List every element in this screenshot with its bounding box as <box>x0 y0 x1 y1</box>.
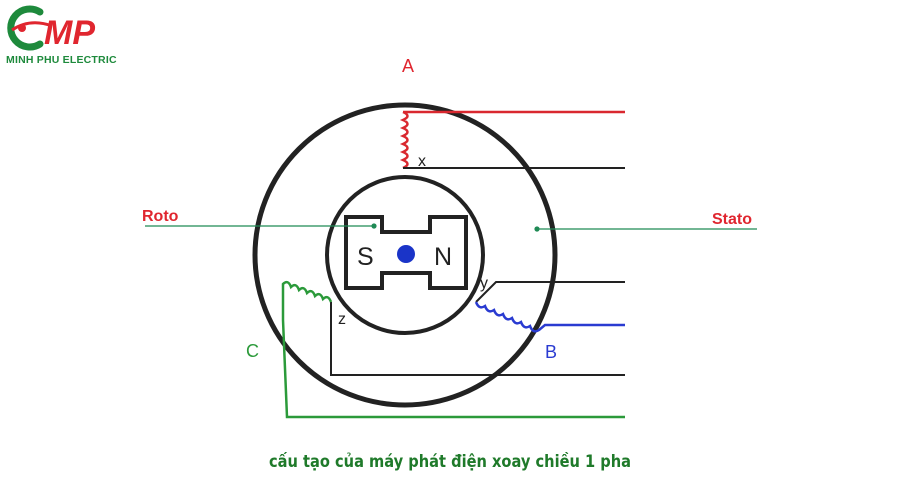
rotor-leader-dot <box>371 223 377 229</box>
phase-a-label: A <box>402 56 414 76</box>
rotor-ring <box>325 175 485 335</box>
brand-name: MINH PHU ELECTRIC <box>6 54 117 66</box>
figure-caption: cấu tạo của máy phát điện xoay chiều 1 p… <box>268 452 632 472</box>
phase-c-return <box>330 302 625 376</box>
rotor-label: Roto <box>142 208 179 225</box>
phase-b-return <box>475 281 625 303</box>
logo: MP MINH PHU ELECTRIC <box>0 0 140 72</box>
phase-c-label: C <box>246 341 259 361</box>
phase-c-coil <box>281 280 625 419</box>
phase-b-coil <box>474 301 625 333</box>
phase-a-coil <box>399 110 409 170</box>
pole-n-label: N <box>434 243 452 271</box>
phase-b-label: B <box>545 342 557 362</box>
end-y-label: y <box>480 275 488 292</box>
rotor-magnet <box>344 215 468 290</box>
pole-s-label: S <box>357 243 374 271</box>
rotor-center-dot <box>397 245 415 263</box>
stator-leader-dot <box>534 226 540 232</box>
stator-label: Stato <box>712 211 752 228</box>
stator-ring <box>252 102 558 408</box>
end-x-label: x <box>418 153 426 170</box>
svg-text:MP: MP <box>44 14 95 52</box>
logo-mark: MP <box>7 5 95 52</box>
end-z-label: z <box>338 311 346 328</box>
